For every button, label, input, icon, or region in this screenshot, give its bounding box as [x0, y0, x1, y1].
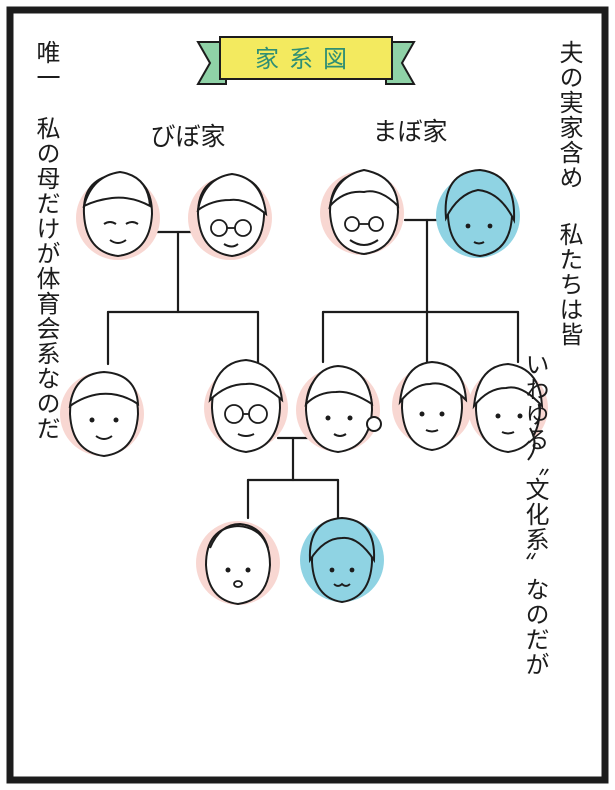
narration-left-col2: 私の母だけが体育会系なのだ — [32, 116, 60, 441]
face-husband-sister — [468, 362, 548, 461]
face-father — [204, 358, 288, 454]
face-child-left — [196, 521, 280, 606]
face-great-grandmother-right — [436, 168, 520, 258]
face-mother — [60, 370, 144, 458]
face-great-grandmother-left — [188, 172, 272, 260]
chart-title: 家系図 — [255, 45, 357, 73]
face-great-grandfather-right — [320, 168, 404, 256]
face-me — [296, 364, 382, 454]
face-great-grandfather-left — [76, 170, 160, 260]
ribbon-body — [219, 36, 393, 80]
right-family-label: まぼ家 — [372, 117, 447, 146]
face-child-right — [300, 516, 384, 604]
left-family-label: びぼ家 — [150, 122, 225, 151]
title-banner: 家系図 — [196, 36, 416, 85]
narration-right-col1b: 私たちは皆 — [555, 222, 583, 347]
narration-right-col1: 夫の実家含め — [555, 40, 583, 190]
narration-right-col2: いわゆる〝文化系〟なのだが — [521, 352, 549, 677]
narration-left-col1: 唯一 — [32, 40, 60, 90]
faces — [60, 168, 548, 606]
face-husband-brother — [392, 360, 472, 452]
